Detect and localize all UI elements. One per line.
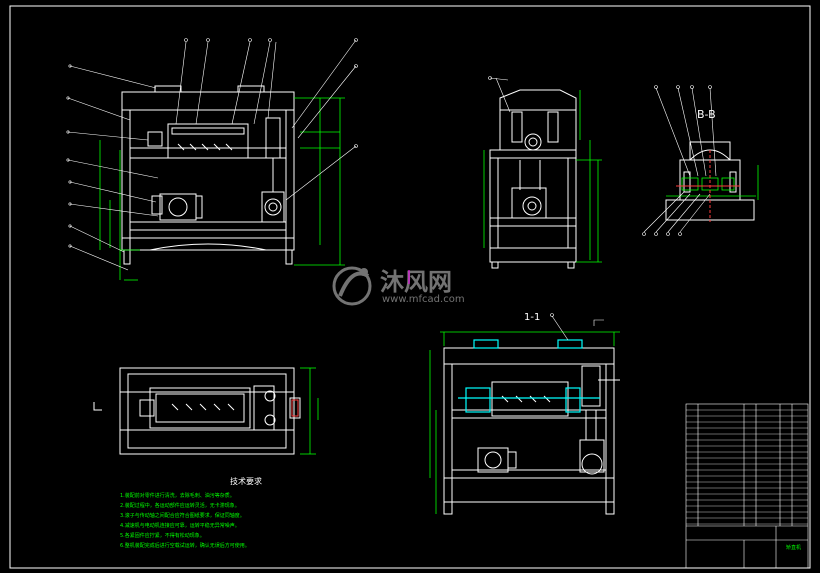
bom-table <box>686 409 808 525</box>
watermark: 沐风网 www.mfcad.com <box>332 266 465 306</box>
section-11-dimensions <box>429 331 620 514</box>
note-line: 5.各紧固件应拧紧，不得有松动现象。 <box>120 532 205 539</box>
side-view <box>489 89 577 269</box>
section-label-bb: B-B <box>697 108 716 121</box>
section-label-11: 1-1 <box>524 312 540 323</box>
notes-title: 技术要求 <box>230 476 262 486</box>
front-view <box>121 85 295 265</box>
note-line: 2.装配过程中，各运动部件应运转灵活，无卡滞现象。 <box>120 502 240 509</box>
technical-notes: 技术要求 1.装配前对零件进行清洗，去除毛刺、油污等杂质。 2.装配过程中，各运… <box>120 476 262 549</box>
top-view <box>119 367 301 455</box>
section-11-highlight <box>458 339 600 413</box>
section-11-view <box>443 347 620 515</box>
watermark-brand: 沐风网 <box>380 268 452 296</box>
note-line: 1.装配前对零件进行清洗，去除毛刺、油污等杂质。 <box>120 492 235 499</box>
top-view-dimensions <box>300 367 319 455</box>
section-bb-highlight <box>666 165 759 200</box>
note-line: 6.整机装配完成后进行空载试运转，确认无误后方可使用。 <box>120 542 250 549</box>
section-11-leaders <box>550 313 604 341</box>
title-block-name: 矫直机 <box>786 544 801 551</box>
note-line: 3.滚子与传动轴之间配合应符合图纸要求，保证同轴度。 <box>120 512 245 519</box>
front-view-leaders <box>66 38 358 271</box>
title-block <box>685 403 809 569</box>
watermark-logo-icon <box>332 266 372 306</box>
drawing-border <box>9 5 811 569</box>
front-view-dimensions <box>99 97 345 281</box>
note-line: 4.减速机与电动机连接应可靠，运转平稳无异常噪声。 <box>120 522 240 529</box>
side-view-leaders <box>488 76 511 113</box>
watermark-url: www.mfcad.com <box>382 294 465 305</box>
section-bb-leaders <box>642 85 717 236</box>
side-view-dimensions <box>483 90 602 263</box>
top-view-cut-mark <box>93 402 102 411</box>
section-bb-accents <box>676 150 740 222</box>
top-view-accents <box>291 399 299 417</box>
